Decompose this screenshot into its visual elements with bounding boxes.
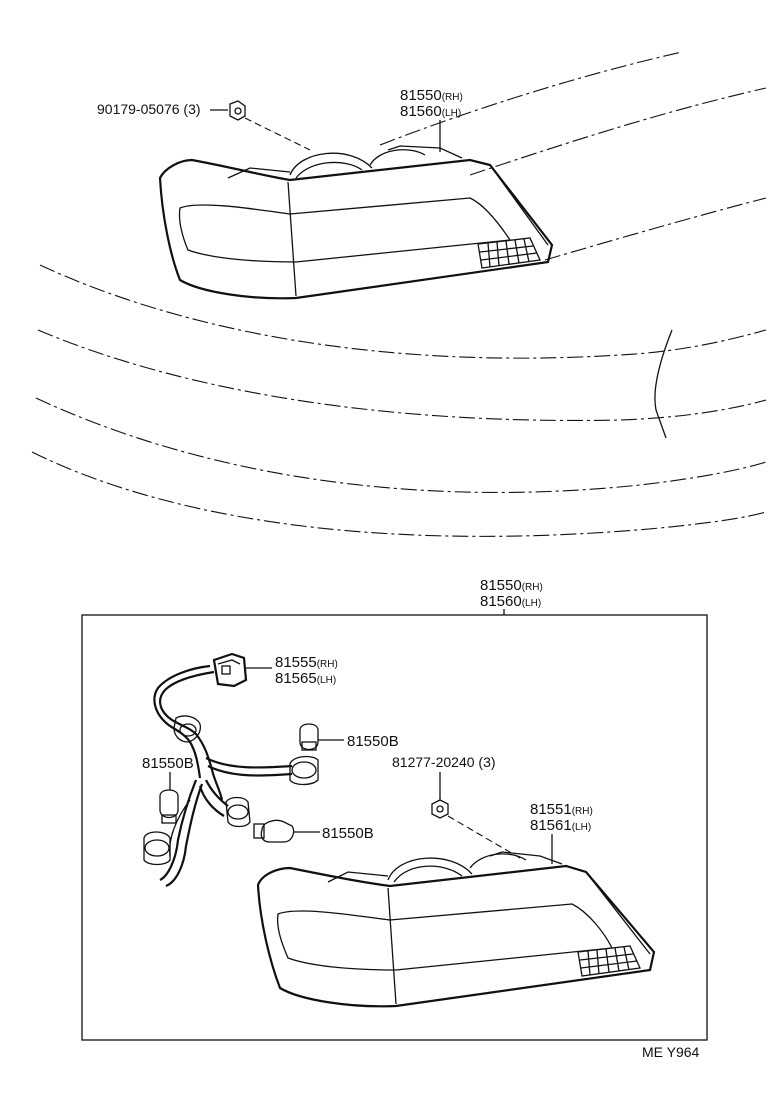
bulb-socket-left (143, 831, 171, 866)
reflector-grid-pattern-top (477, 237, 541, 269)
socket-wire-lh-label: 81565(LH) (275, 670, 336, 687)
bulb-left-label: 81550B (142, 755, 194, 772)
top-assembly-callout: 81550(RH) 81560(LH) (400, 87, 463, 152)
rear-lamp-assembly-installed (158, 145, 554, 300)
socket-and-wire-harness (143, 652, 319, 888)
lens-rh-label: 81551(RH) (530, 801, 593, 818)
socket-wire-callout: 81555(RH) 81565(LH) (246, 654, 338, 687)
vehicle-body-outline (31, 51, 767, 537)
top-bolt-part-label: 90179-05076 (3) (97, 101, 201, 117)
lens-callout: 81551(RH) 81561(LH) (530, 801, 593, 864)
top-assembly-lh-label: 81560(LH) (400, 103, 461, 120)
bulb-left: 81550B (142, 755, 194, 824)
box-assembly-rh-label: 81550(RH) (480, 577, 543, 594)
top-assembly-rh-label: 81550(RH) (400, 87, 463, 104)
bulb-socket-middle (225, 796, 251, 828)
box-screw-callout: 81277-20240 (3) (392, 754, 521, 859)
top-bolt-callout: 90179-05076 (3) (97, 100, 311, 151)
figure-code: ME Y964 (642, 1044, 700, 1060)
bulb-top: 81550B (299, 723, 399, 751)
box-assembly-lh-label: 81560(LH) (480, 593, 541, 610)
screw-icon (431, 799, 449, 819)
box-screw-part-label: 81277-20240 (3) (392, 754, 496, 770)
bulb-mid-label: 81550B (322, 825, 374, 842)
parts-box-frame (81, 614, 708, 1041)
nut-icon (229, 100, 246, 121)
reflector-grid-pattern-bottom (577, 945, 641, 977)
lens-lh-label: 81561(LH) (530, 817, 591, 834)
bulb-top-label: 81550B (347, 733, 399, 750)
socket-wire-rh-label: 81555(RH) (275, 654, 338, 671)
box-assembly-callout: 81550(RH) 81560(LH) (480, 577, 543, 615)
bulb-mid: 81550B (253, 819, 374, 843)
bulb-socket-top (289, 755, 319, 786)
rear-lamp-lens (256, 851, 656, 1008)
